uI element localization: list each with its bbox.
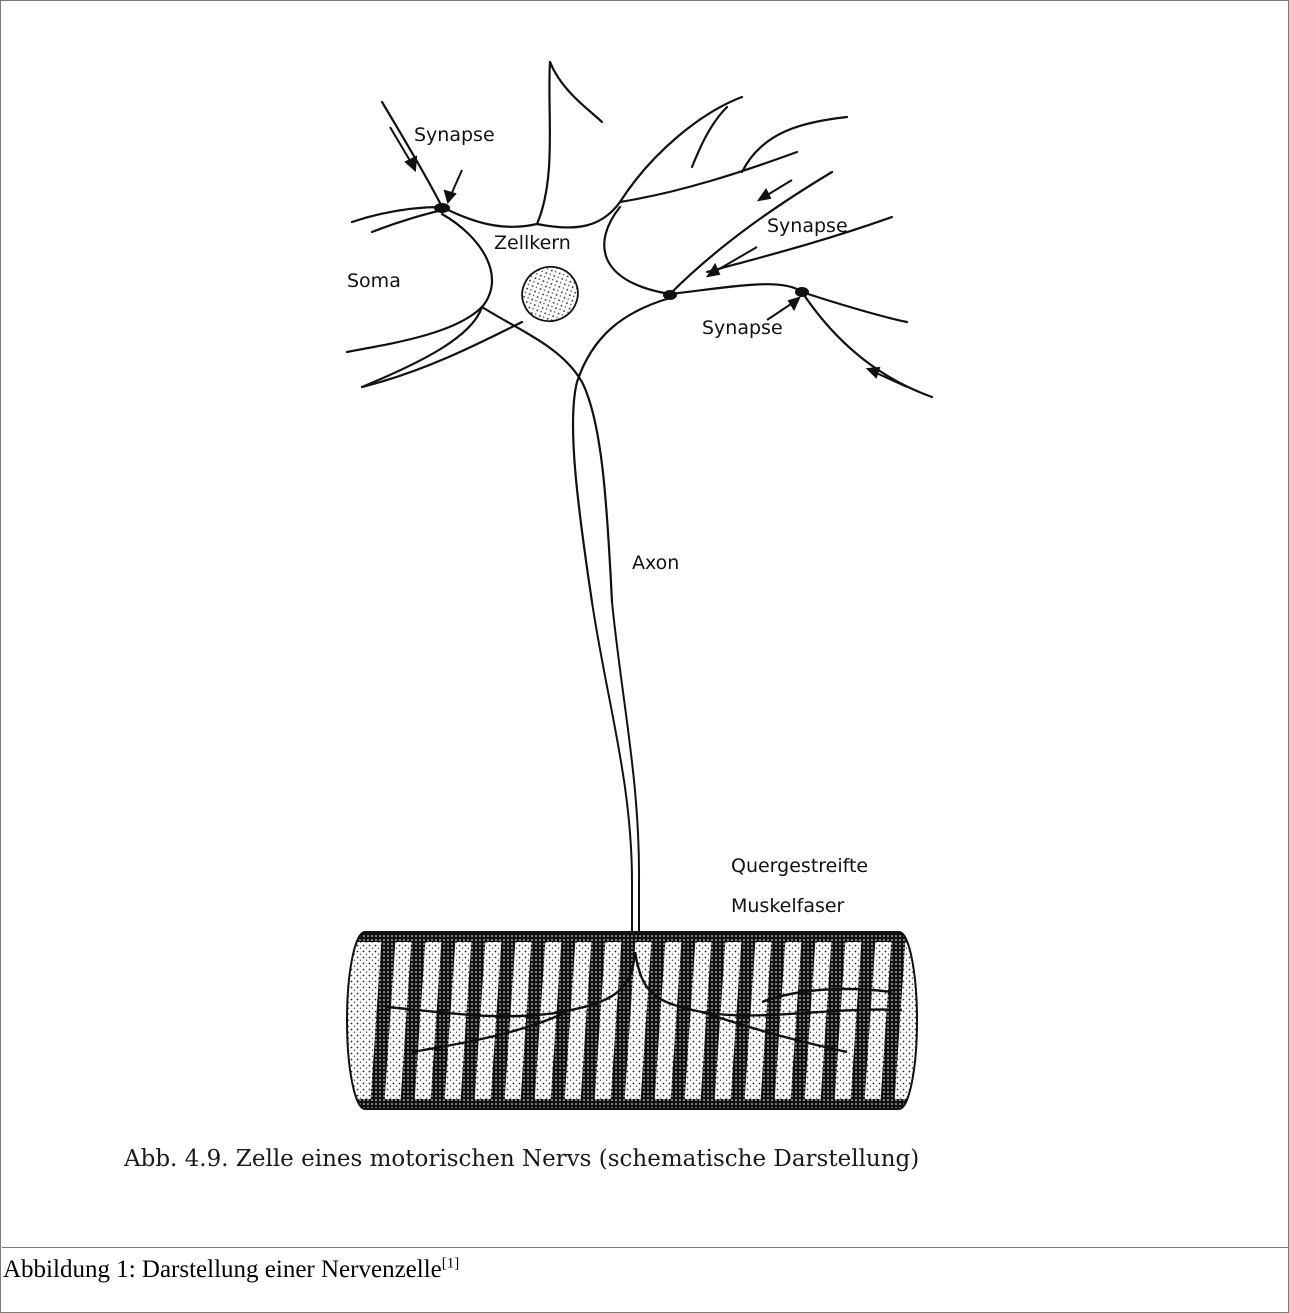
axon-line [592,602,639,962]
label-synapse-2: Synapse [767,215,848,237]
figure-caption: Abbildung 1: Darstellung einer Nervenzel… [3,1256,459,1284]
label-nucleus: Zellkern [494,232,571,254]
muscle-fiber [347,932,917,1109]
label-synapse-3: Synapse [702,317,783,339]
caption-reference: [1] [442,1256,460,1272]
label-muscle-line1: Quergestreifte [731,855,868,877]
neuron-diagram: Synapse Synapse Synapse Zellkern Soma Ax… [2,2,1289,1247]
caption-text: Abbildung 1: Darstellung einer Nervenzel… [3,1256,442,1283]
nucleus-shape [513,258,587,331]
label-axon: Axon [632,552,679,574]
label-soma: Soma [347,270,401,292]
label-synapse-1: Synapse [414,124,495,146]
label-muscle-line2: Muskelfaser [731,895,845,917]
printed-caption: Abb. 4.9. Zelle eines motorischen Nervs … [123,1146,919,1172]
figure-area: Synapse Synapse Synapse Zellkern Soma Ax… [2,2,1289,1248]
